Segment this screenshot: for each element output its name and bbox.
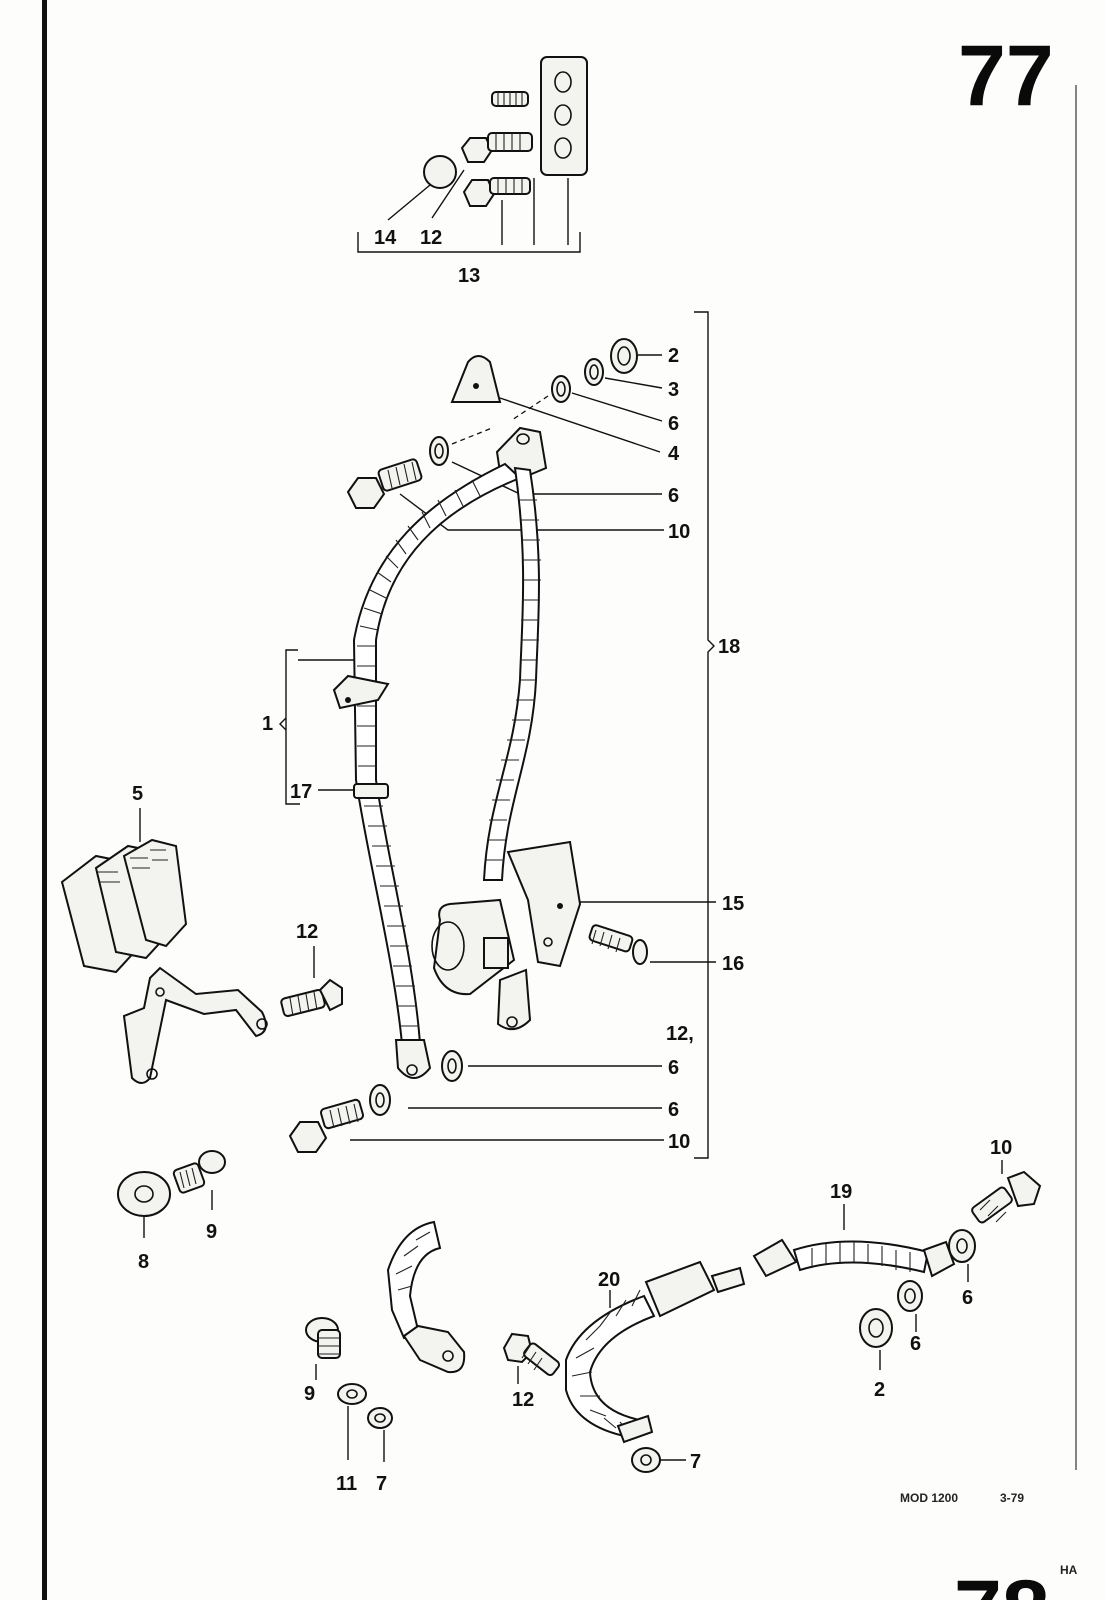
retractor-clip	[483, 937, 509, 969]
callout-20: 20	[598, 1269, 620, 1291]
callout-4: 4	[668, 443, 680, 465]
callout-6-top: 6	[668, 413, 679, 435]
lap-belt-assembly	[502, 1160, 1042, 1473]
anchor-plate-assembly	[357, 56, 588, 253]
retractor-anchor	[496, 968, 532, 1031]
callout-17: 17	[290, 781, 312, 803]
belt-fragment-lower	[386, 1220, 466, 1374]
lower-anchor-hardware	[288, 1050, 664, 1153]
bolt-10-right	[971, 1160, 1042, 1224]
next-page-number: 78	[954, 1563, 1050, 1600]
bolt-10-top	[346, 477, 386, 509]
washer-2-right	[859, 1308, 893, 1348]
cap-14	[423, 155, 457, 189]
washer-7-right	[631, 1447, 661, 1473]
belt-guide-17	[353, 783, 389, 799]
belt-webbing	[332, 462, 541, 1079]
callout-1: 1	[262, 713, 273, 735]
washer-6-top	[551, 375, 571, 403]
washer-6-lower-a	[441, 1050, 463, 1082]
lap-buckle-housing	[644, 1260, 716, 1318]
washer-7-left	[367, 1407, 393, 1429]
callout-19: 19	[830, 1181, 852, 1203]
fastener-9-11-7	[305, 1317, 393, 1462]
bolt-9-left	[172, 1162, 206, 1194]
callout-3: 3	[668, 379, 679, 401]
callout-6-mid: 6	[668, 485, 679, 507]
washer-2-top	[610, 338, 638, 374]
screw-16	[588, 924, 648, 965]
washer-6-mid	[429, 436, 449, 466]
callout-6-right-b: 6	[910, 1333, 921, 1355]
stud-small	[491, 91, 529, 107]
callout-5: 5	[132, 783, 143, 805]
washer-6-lower-b	[369, 1084, 391, 1116]
belt-end-fitting	[394, 1039, 432, 1079]
footer-corner: HA	[1060, 1563, 1078, 1577]
footer-model: MOD 1200	[900, 1491, 958, 1505]
bolt-10-lower	[288, 1121, 328, 1153]
bracket-18	[694, 311, 715, 1159]
retractor-assembly	[431, 840, 716, 1031]
callout-10-top: 10	[668, 521, 690, 543]
callout-7-left: 7	[376, 1473, 387, 1495]
washer-6-right-a	[948, 1229, 976, 1263]
callout-10-right: 10	[990, 1137, 1012, 1159]
belt-guide-1	[332, 674, 390, 710]
page-number: 77	[958, 28, 1054, 124]
bolt-12-top	[460, 132, 533, 163]
washer-6-right-b	[897, 1280, 923, 1312]
latch-plate	[752, 1238, 798, 1278]
fastener-8-9	[117, 1150, 226, 1238]
callout-13: 13	[458, 265, 480, 287]
callout-8: 8	[138, 1251, 149, 1273]
washer-3	[584, 358, 604, 386]
buckle-bracket	[122, 966, 267, 1084]
bolt-12-bottom	[502, 1332, 561, 1384]
lap-webbing	[565, 1294, 656, 1440]
callout-15: 15	[722, 893, 744, 915]
callout-6-lower-b: 6	[668, 1099, 679, 1121]
bolt-12-buckle	[280, 946, 343, 1017]
bolt-9-lower	[317, 1329, 341, 1359]
callout-9-left: 9	[206, 1221, 217, 1243]
buckle-right	[122, 838, 188, 948]
callout-10-lower: 10	[668, 1131, 690, 1153]
washer-8	[117, 1171, 171, 1217]
retractor-bracket	[506, 840, 582, 968]
strap-19	[792, 1240, 930, 1274]
callout-12-lower: 12,	[666, 1023, 694, 1045]
callout-12-bottom: 12	[512, 1389, 534, 1411]
callout-9-lower: 9	[304, 1383, 315, 1405]
callout-7-right: 7	[690, 1451, 701, 1473]
binding-edge	[42, 0, 47, 1600]
callout-6-lower-a: 6	[668, 1057, 679, 1079]
spacer-plate	[540, 56, 588, 176]
callout-12-buckle: 12	[296, 921, 318, 943]
buckle-assembly-5	[60, 808, 268, 1084]
bolt-lower-top	[462, 177, 531, 207]
callout-16: 16	[722, 953, 744, 975]
callout-6-right-a: 6	[962, 1287, 973, 1309]
callout-2-right: 2	[874, 1379, 885, 1401]
callout-11: 11	[336, 1473, 357, 1495]
callout-2-top: 2	[668, 345, 679, 367]
bracket-1	[279, 649, 300, 805]
callout-18: 18	[718, 636, 740, 658]
footer-date: 3-79	[1000, 1491, 1024, 1505]
upper-anchor-hardware	[346, 338, 664, 531]
washer-11	[337, 1383, 367, 1405]
callout-14: 14	[374, 227, 397, 249]
callout-12: 12	[420, 227, 442, 249]
cover-4	[450, 355, 502, 403]
